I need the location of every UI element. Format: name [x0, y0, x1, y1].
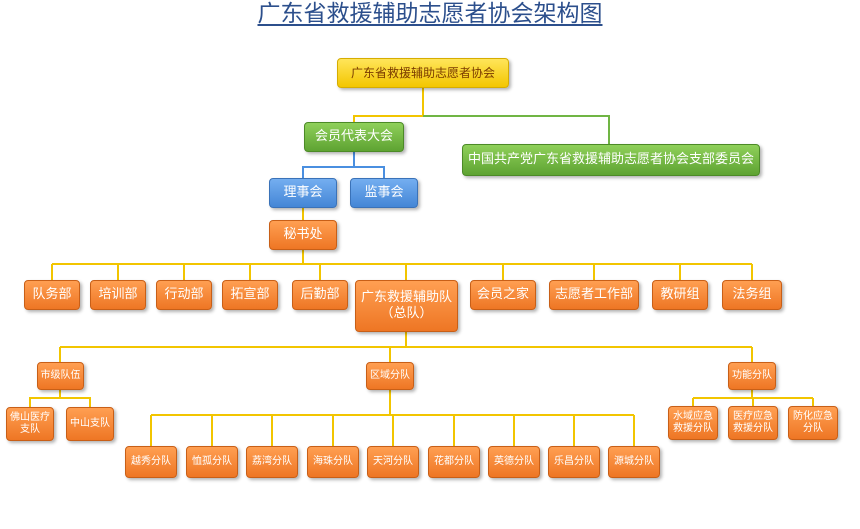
node-supervisory-board: 监事会	[350, 178, 418, 208]
connector-congress-supervisory	[354, 166, 385, 178]
node-function-teams: 功能分队	[728, 362, 776, 390]
node-district-tianhe: 天河分队	[367, 446, 419, 478]
node-dept-promotion: 拓宣部	[222, 280, 278, 310]
node-medical-rescue: 医疗应急 救援分队	[728, 406, 778, 440]
node-district-lechang: 乐昌分队	[548, 446, 600, 478]
node-chemical-defense: 防化应急 分队	[788, 406, 838, 440]
node-district-yingde: 英德分队	[488, 446, 540, 478]
node-dept-operations: 行动部	[156, 280, 212, 310]
connector-city-zhongshan	[60, 397, 91, 407]
connector-congress-council	[302, 152, 355, 178]
node-foshan-medical: 佛山医疗 支队	[6, 407, 54, 441]
node-district-xugu: 恤孤分队	[186, 446, 238, 478]
node-district-huadu: 花都分队	[428, 446, 480, 478]
node-dept-volunteer-work: 志愿者工作部	[549, 280, 639, 310]
node-district-teams: 区域分队	[366, 362, 414, 390]
node-members-congress: 会员代表大会	[304, 122, 404, 152]
node-zhongshan: 中山支队	[66, 407, 114, 441]
node-dept-legal: 法务组	[722, 280, 782, 310]
node-dept-members-home: 会员之家	[470, 280, 536, 310]
page-title: 广东省救援辅助志愿者协会架构图	[257, 1, 603, 27]
node-main-team: 广东救援辅助队 （总队）	[355, 280, 458, 332]
node-dept-logistics: 后勤部	[292, 280, 348, 310]
node-dept-team-affairs: 队务部	[24, 280, 80, 310]
node-dept-training: 培训部	[90, 280, 146, 310]
node-council: 理事会	[269, 178, 337, 208]
node-district-yuexiu: 越秀分队	[125, 446, 177, 478]
node-association: 广东省救援辅助志愿者协会	[337, 58, 509, 88]
node-district-yuancheng: 源城分队	[608, 446, 660, 478]
connector-association-congress	[353, 88, 424, 122]
node-district-liwan: 荔湾分队	[246, 446, 298, 478]
node-dept-teaching-research: 教研组	[652, 280, 708, 310]
node-secretariat: 秘书处	[269, 220, 337, 250]
node-water-rescue: 水域应急 救援分队	[668, 406, 718, 440]
node-party-branch: 中国共产党广东省救援辅助志愿者协会支部委员会	[462, 144, 760, 176]
node-district-haizhu: 海珠分队	[307, 446, 359, 478]
connector-city-foshan	[29, 390, 61, 407]
connector-association-party	[423, 115, 610, 144]
node-city-teams: 市级队伍	[37, 362, 84, 390]
